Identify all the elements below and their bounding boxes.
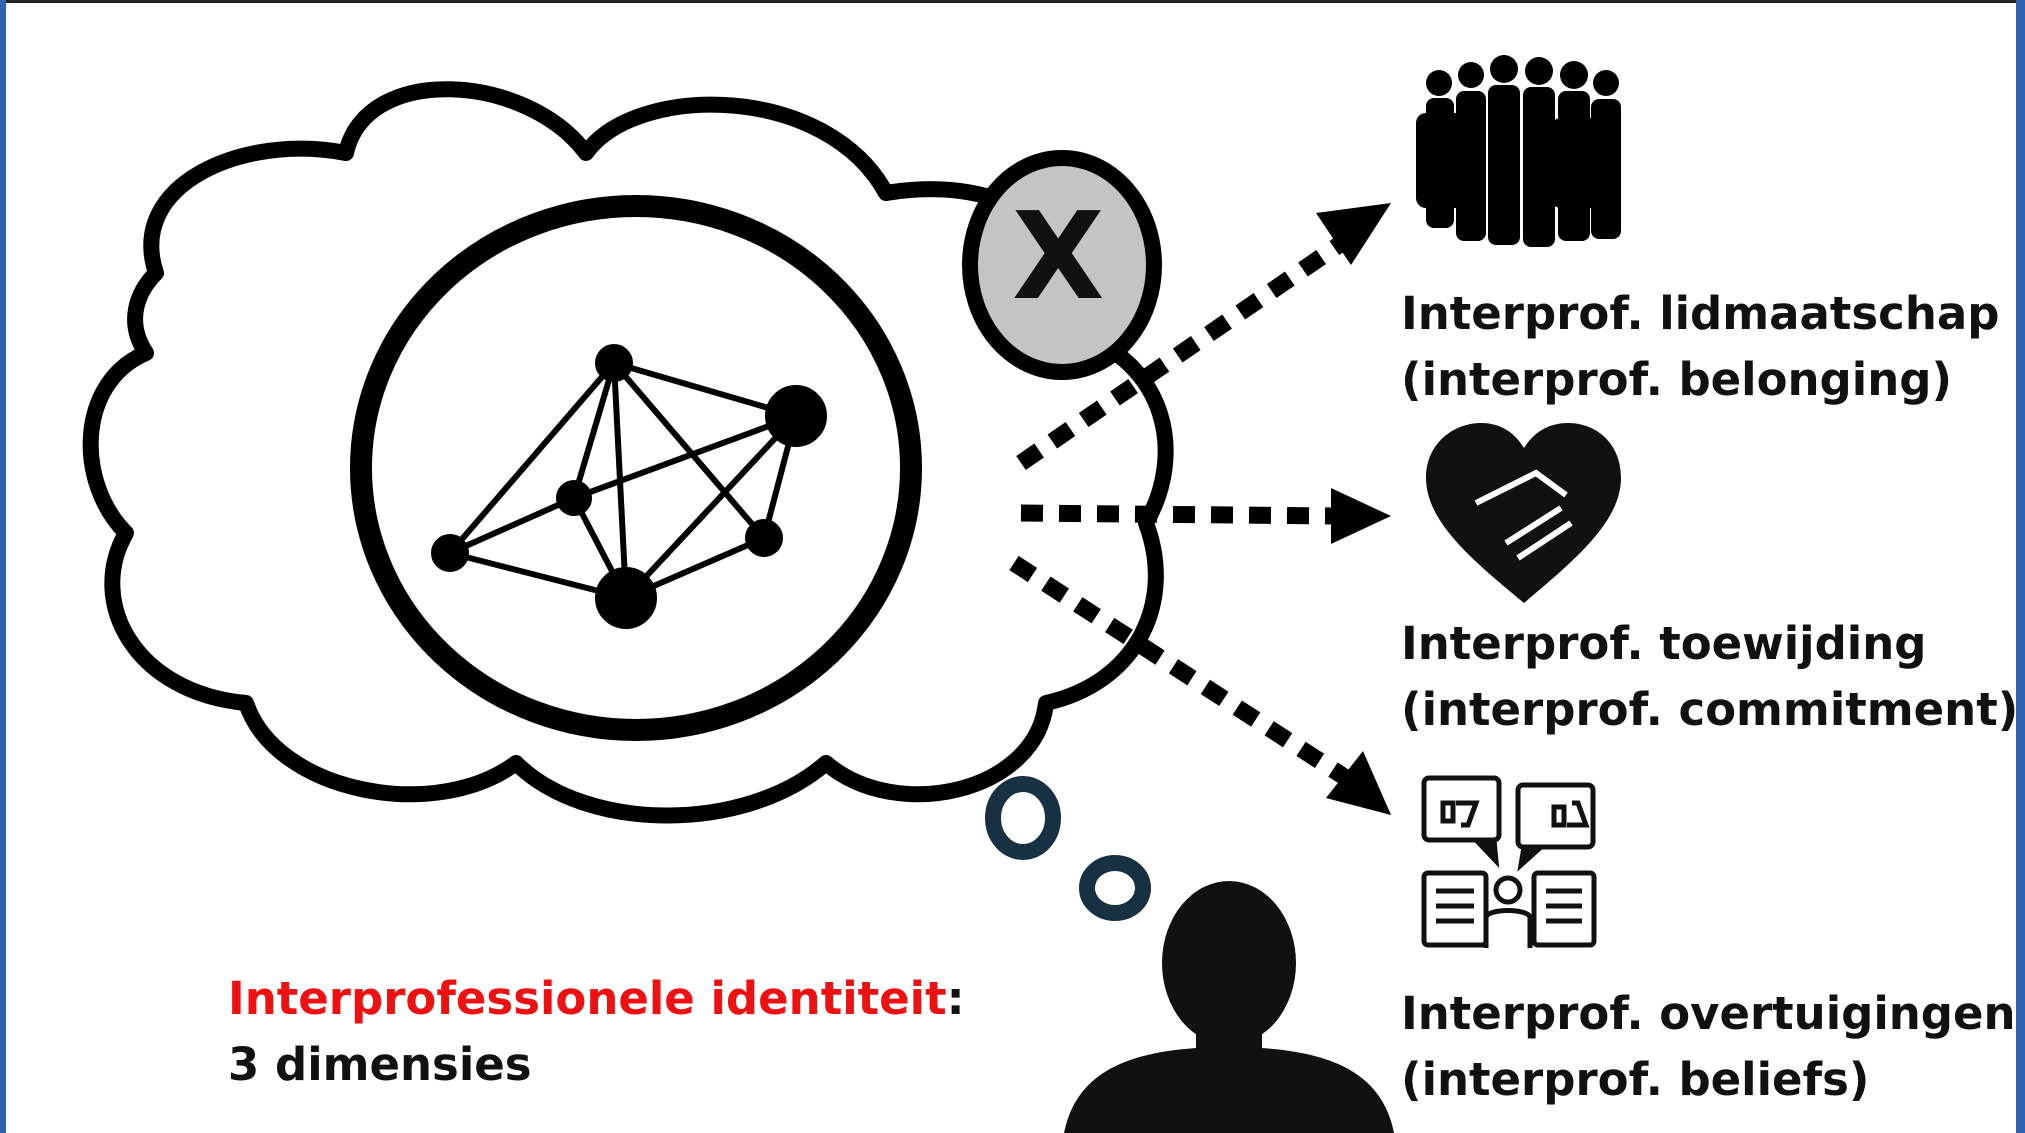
x-marker [962,150,1162,380]
dimension-3-label-nl: Interprof. overtuigingen [1401,987,2016,1040]
arrows [1009,232,1351,786]
dimension-2-label-nl: Interprof. toewijding [1401,617,1927,670]
group-of-people-icon [1416,55,1621,247]
arrow-to-commitment [1020,504,1337,525]
dimension-3-label: Interprof. overtuigingen (interprof. bel… [1401,981,2016,1113]
arrowhead-beliefs [1326,751,1391,815]
dimension-1-label-en: (interprof. belonging) [1401,353,1953,406]
dimension-2-label: Interprof. toewijding (interprof. commit… [1401,611,2016,743]
opinions-feedback-icon [1421,775,1597,948]
arrowhead-commitment [1331,488,1391,544]
thought-bubbles [985,776,1151,921]
dimension-3-label-en: (interprof. beliefs) [1401,1053,1870,1106]
dimension-2-label-en: (interprof. commitment) [1401,683,2016,736]
identity-colon: : [946,972,965,1025]
x-marker-label: X [1012,188,1105,327]
arrow-to-belonging [1016,232,1351,471]
identity-subtitle: 3 dimensies [228,1038,532,1091]
identity-heading: Interprofessionele identiteit: 3 dimensi… [228,966,965,1098]
person-silhouette-icon [1064,881,1394,1133]
identity-title: Interprofessionele identiteit [228,972,947,1025]
dimension-1-label: Interprof. lidmaatschap (interprof. belo… [1401,281,1999,413]
network-graph-icon [431,344,827,629]
dimension-1-label-nl: Interprof. lidmaatschap [1401,287,2000,340]
diagram-artwork [82,55,1621,1133]
identity-title-line: Interprofessionele identiteit: [228,966,965,1032]
arrowhead-belonging [1316,203,1391,265]
arrowheads [1316,203,1391,815]
inner-circle [350,195,922,741]
arrow-to-beliefs [1009,555,1351,786]
slide: X Interprof. lidmaatschap (interprof. be… [6,0,2016,1133]
heart-handshake-icon [1426,423,1621,603]
